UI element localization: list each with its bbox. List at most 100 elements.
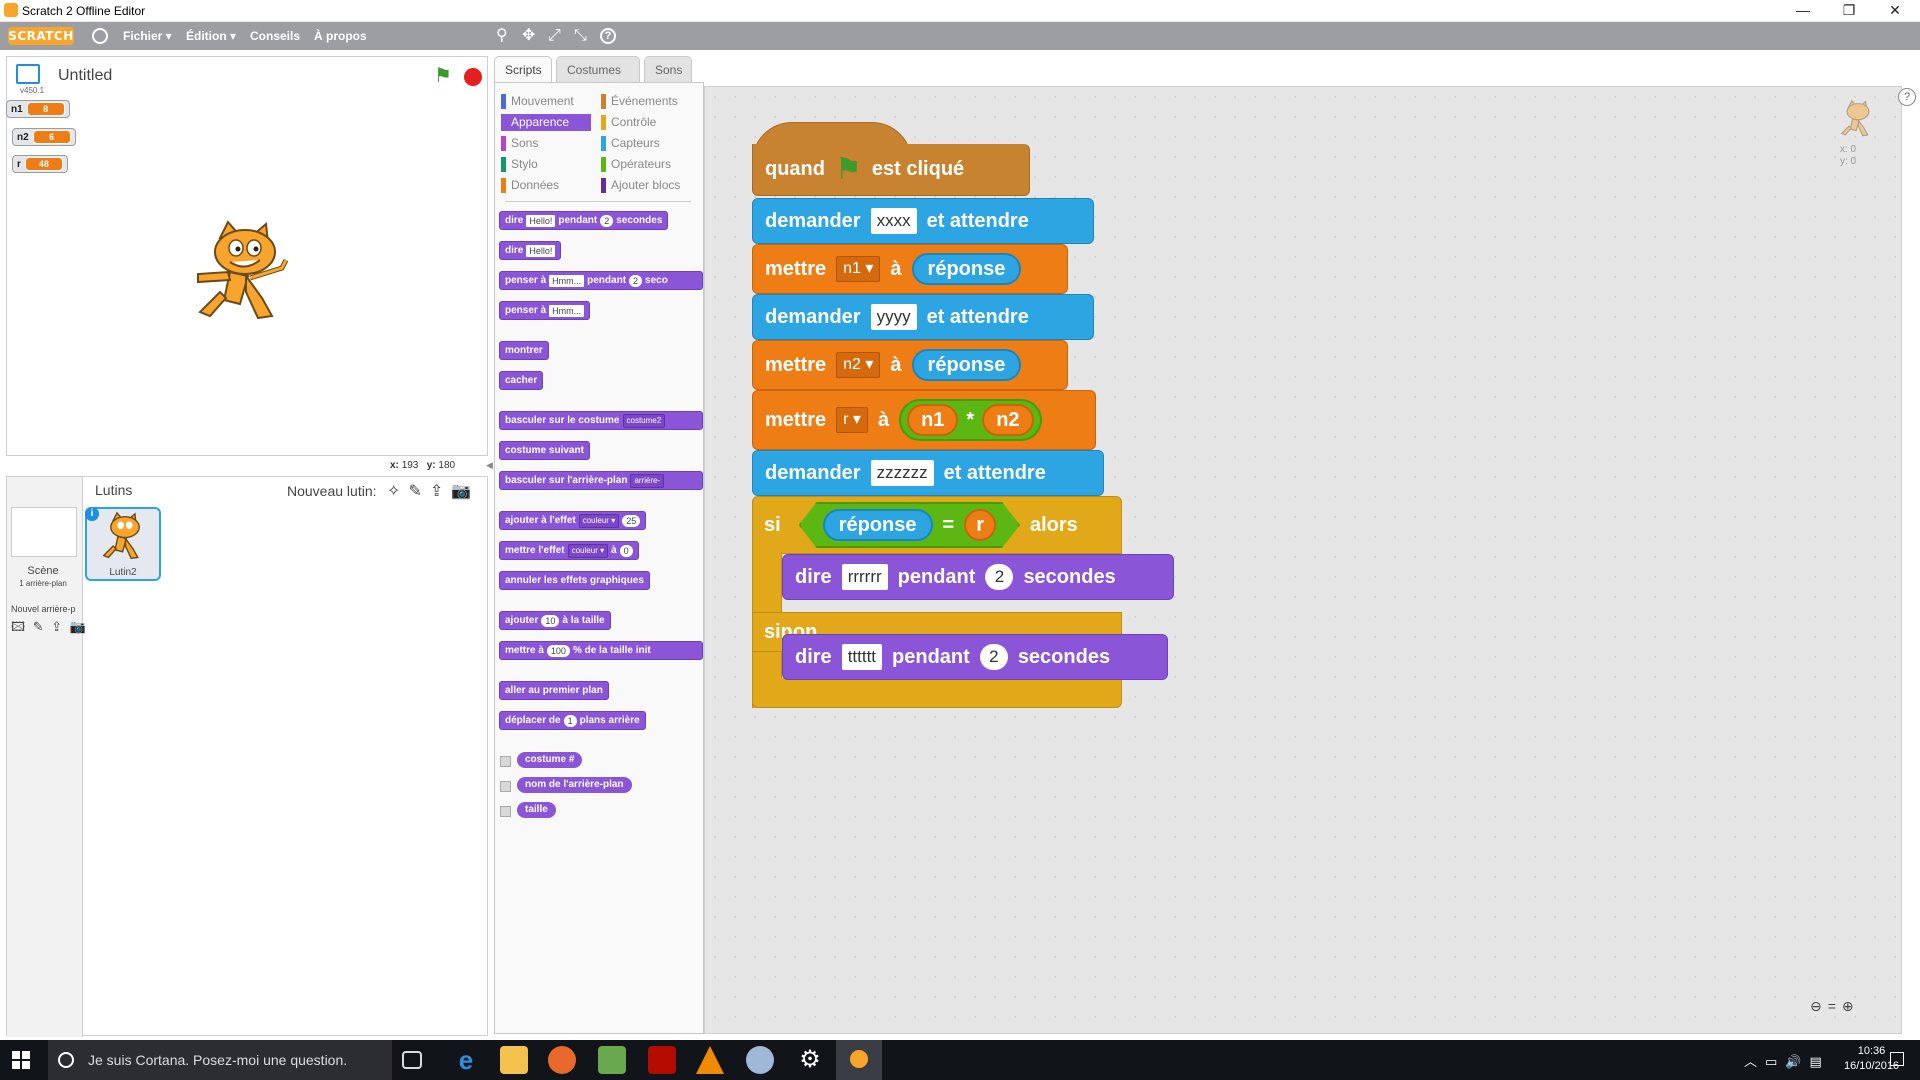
- menu-conseils[interactable]: Conseils: [250, 29, 301, 43]
- task-view-icon[interactable]: [402, 1051, 422, 1069]
- info-icon[interactable]: i: [85, 507, 99, 521]
- block-when-flag-clicked[interactable]: quand ⚑ est cliqué: [752, 144, 1030, 196]
- help-icon[interactable]: ?: [1898, 88, 1916, 106]
- variable-monitor-n1[interactable]: n1 8: [6, 100, 70, 118]
- zoom-controls[interactable]: ⊖=⊕: [1810, 998, 1860, 1015]
- category-mouvement[interactable]: Mouvement: [501, 93, 591, 110]
- checkbox-size[interactable]: [500, 806, 511, 817]
- close-button[interactable]: ✕: [1889, 2, 1901, 18]
- category-ajouter-blocs[interactable]: Ajouter blocs: [601, 177, 691, 194]
- block-set-n1[interactable]: mettre n1 ▾ à réponse: [752, 244, 1068, 294]
- pdf-reader-icon[interactable]: [648, 1046, 676, 1074]
- checkbox-costume-number[interactable]: [500, 756, 511, 767]
- tab-costumes[interactable]: Costumes: [556, 56, 640, 82]
- checkbox-backdrop-name[interactable]: [500, 781, 511, 792]
- tab-sons[interactable]: Sons: [644, 56, 692, 82]
- category-capteurs[interactable]: Capteurs: [601, 135, 691, 152]
- operator-multiply[interactable]: n1 * n2: [899, 399, 1042, 441]
- block-set-r[interactable]: mettre r ▾ à n1 * n2: [752, 390, 1096, 450]
- category-controle[interactable]: Contrôle: [601, 114, 691, 131]
- stop-sign-icon[interactable]: [464, 68, 482, 86]
- language-globe-icon[interactable]: [92, 28, 108, 44]
- sprite-thumbnail-lutin2[interactable]: i Lutin2: [85, 507, 161, 581]
- zoom-out-icon[interactable]: ⊖: [1810, 998, 1828, 1014]
- variable-dropdown[interactable]: n1 ▾: [836, 256, 881, 282]
- minimize-button[interactable]: —: [1796, 2, 1810, 18]
- block-show[interactable]: montrer: [499, 341, 549, 360]
- menu-edition[interactable]: Édition ▾: [186, 29, 237, 43]
- reporter-r[interactable]: r: [964, 509, 996, 541]
- menu-a-propos[interactable]: À propos: [314, 29, 367, 43]
- scratch-logo[interactable]: SCRATCH: [8, 27, 74, 45]
- cortana-search-box[interactable]: Je suis Cortana. Posez-moi une question.: [48, 1040, 392, 1080]
- block-hide[interactable]: cacher: [499, 371, 544, 390]
- block-next-costume[interactable]: costume suivant: [499, 441, 590, 460]
- reporter-answer[interactable]: réponse: [911, 349, 1022, 381]
- block-set-n2[interactable]: mettre n2 ▾ à réponse: [752, 340, 1068, 390]
- variable-monitor-n2[interactable]: n2 6: [12, 128, 76, 146]
- reporter-n1[interactable]: n1: [907, 404, 959, 436]
- delete-scissors-icon[interactable]: ✥: [522, 27, 536, 44]
- grow-icon[interactable]: ⤢: [548, 27, 561, 44]
- ask-input[interactable]: zzzzzz: [870, 460, 934, 486]
- zoom-in-icon[interactable]: ⊕: [1841, 998, 1860, 1014]
- block-clear-effects[interactable]: annuler les effets graphiques: [499, 571, 650, 590]
- file-explorer-icon[interactable]: [500, 1046, 528, 1074]
- vlc-icon[interactable]: [696, 1046, 724, 1074]
- zoom-reset-icon[interactable]: =: [1827, 998, 1842, 1014]
- new-backdrop-icons[interactable]: 🖾 ✎ ⇪ 📷: [11, 619, 88, 634]
- tab-scripts[interactable]: Scripts: [494, 56, 552, 82]
- category-donnees[interactable]: Données: [501, 177, 591, 194]
- scratch-taskbar-icon[interactable]: [836, 1040, 882, 1080]
- reporter-costume-number[interactable]: costume #: [517, 752, 583, 768]
- seconds-input[interactable]: 2: [979, 644, 1008, 670]
- seconds-input[interactable]: 2: [985, 564, 1014, 590]
- reporter-size[interactable]: taille: [517, 802, 556, 818]
- firefox-icon[interactable]: [548, 1046, 576, 1074]
- duplicate-stamp-icon[interactable]: ⚲: [496, 27, 508, 44]
- restore-button[interactable]: ❐: [1842, 2, 1856, 18]
- category-operateurs[interactable]: Opérateurs: [601, 156, 691, 173]
- settings-gear-icon[interactable]: ⚙: [799, 1046, 821, 1073]
- shrink-icon[interactable]: ⤡: [574, 27, 587, 44]
- system-tray-icons[interactable]: ︿▭🔊▤: [1744, 1054, 1830, 1069]
- menu-fichier[interactable]: Fichier ▾: [123, 29, 172, 43]
- category-sons[interactable]: Sons: [501, 135, 591, 152]
- operator-equals[interactable]: réponse = r: [799, 502, 1020, 548]
- scene-thumbnail[interactable]: [11, 507, 77, 557]
- spreadsheet-app-icon[interactable]: [598, 1046, 626, 1074]
- collapse-arrow-icon[interactable]: ◀: [486, 460, 493, 470]
- category-evenements[interactable]: Événements: [601, 93, 691, 110]
- presentation-mode-icon[interactable]: [16, 64, 40, 84]
- say-input[interactable]: tttttt: [841, 644, 883, 670]
- notification-icon[interactable]: [1890, 1052, 1904, 1066]
- variable-monitor-r[interactable]: r 48: [12, 155, 68, 173]
- block-help-icon[interactable]: ?: [600, 28, 616, 44]
- block-go-to-front[interactable]: aller au premier plan: [499, 681, 609, 700]
- windows-start-icon[interactable]: [12, 1051, 30, 1069]
- ask-input[interactable]: yyyy: [870, 304, 917, 330]
- scratch-cat-sprite[interactable]: [190, 220, 300, 330]
- reporter-answer[interactable]: réponse: [823, 509, 933, 541]
- ask-input[interactable]: xxxx: [870, 208, 917, 234]
- new-sprite-icons[interactable]: ✧✎⇪📷: [387, 483, 480, 500]
- variable-dropdown[interactable]: r ▾: [836, 407, 868, 433]
- project-title[interactable]: Untitled: [58, 67, 113, 84]
- category-apparence[interactable]: Apparence: [501, 114, 591, 131]
- reporter-backdrop-name[interactable]: nom de l'arrière-plan: [517, 777, 632, 793]
- paint-app-icon[interactable]: [746, 1046, 774, 1074]
- reporter-answer[interactable]: réponse: [911, 253, 1022, 285]
